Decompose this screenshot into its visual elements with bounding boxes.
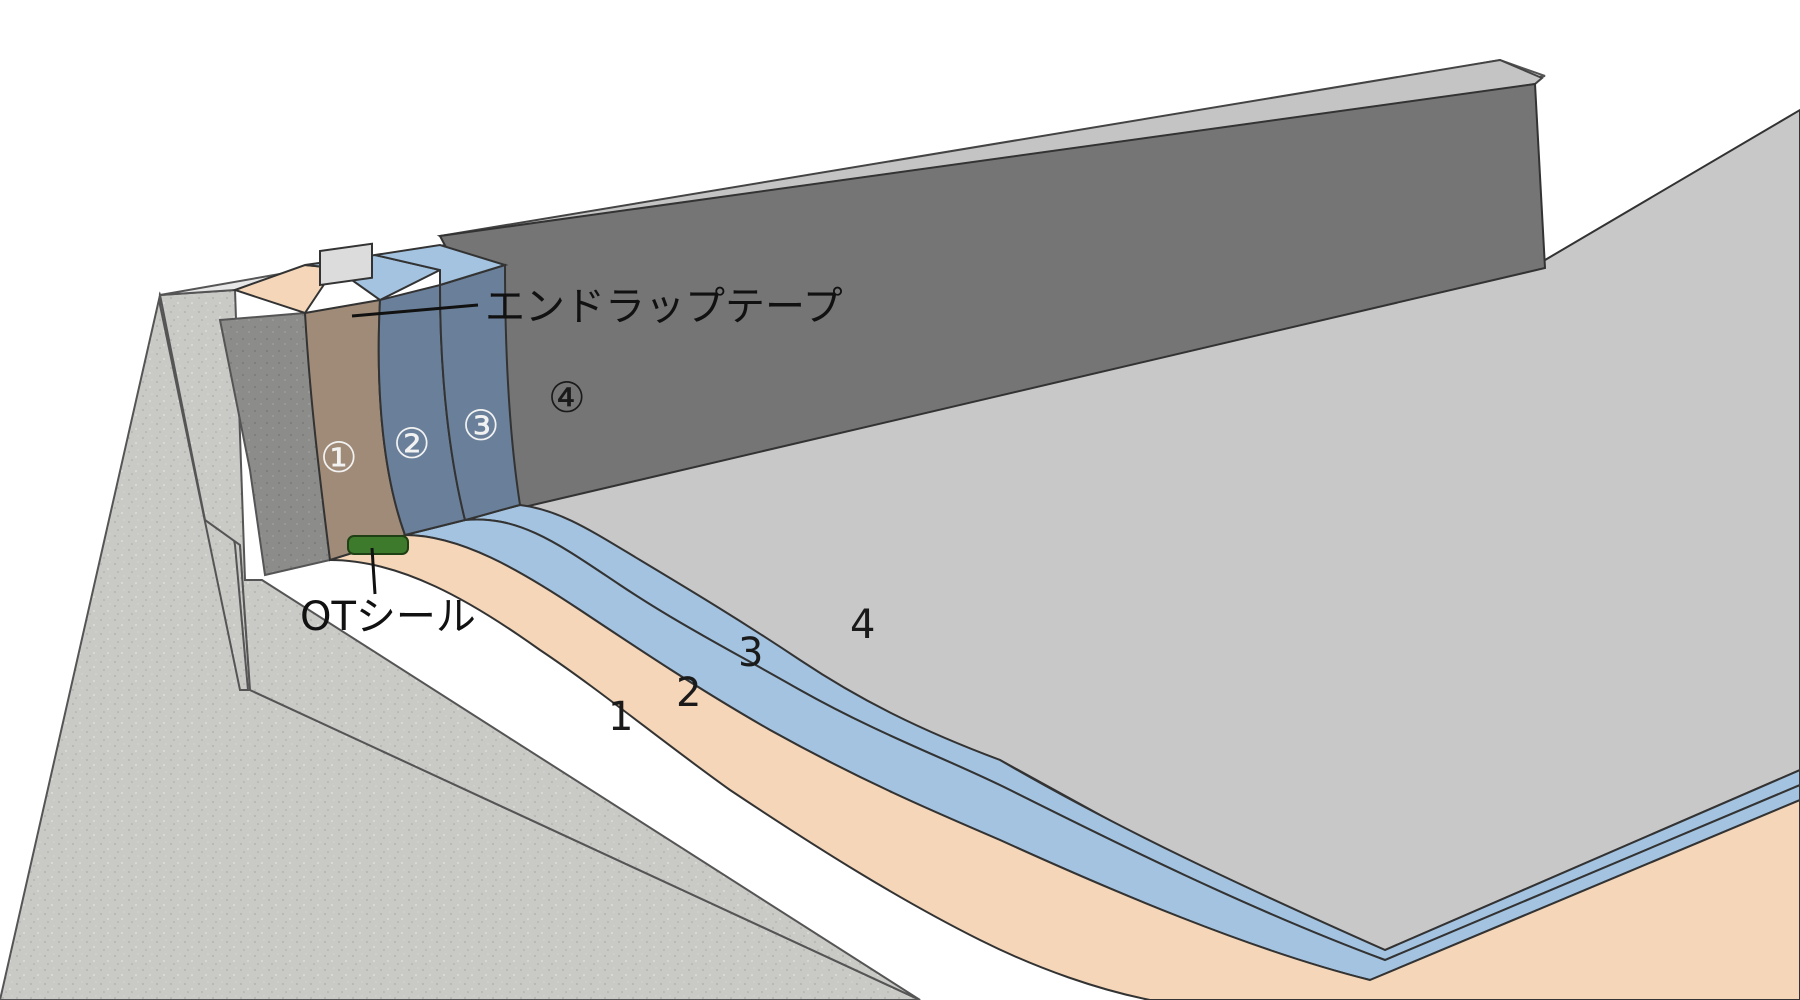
floor-layer-3-label: 3 <box>738 630 763 676</box>
floor-layer-1-label: 1 <box>608 694 633 740</box>
ot-seal-label: OTシール <box>300 594 476 640</box>
layer-1-floor <box>329 533 1800 1000</box>
layer-3-wall-top <box>374 243 509 287</box>
wall-layer-2-label: ② <box>393 419 431 468</box>
layer-3-wall <box>438 263 522 522</box>
wall-layer-1-label: ① <box>320 433 358 482</box>
ot-seal-rod <box>347 535 409 555</box>
end-lap-tape <box>319 242 373 287</box>
wall-layer-3-label: ③ <box>462 401 500 450</box>
floor-layer-2-label: 2 <box>676 670 701 716</box>
end-lap-tape-leader <box>351 303 479 318</box>
ot-seal-leader <box>370 547 377 595</box>
end-lap-tape-label: エンドラップテープ <box>485 284 843 330</box>
wall-layer-4-label: ④ <box>548 373 586 422</box>
parapet-cut-face <box>218 311 332 577</box>
floor-layer-4-label: 4 <box>850 602 875 648</box>
